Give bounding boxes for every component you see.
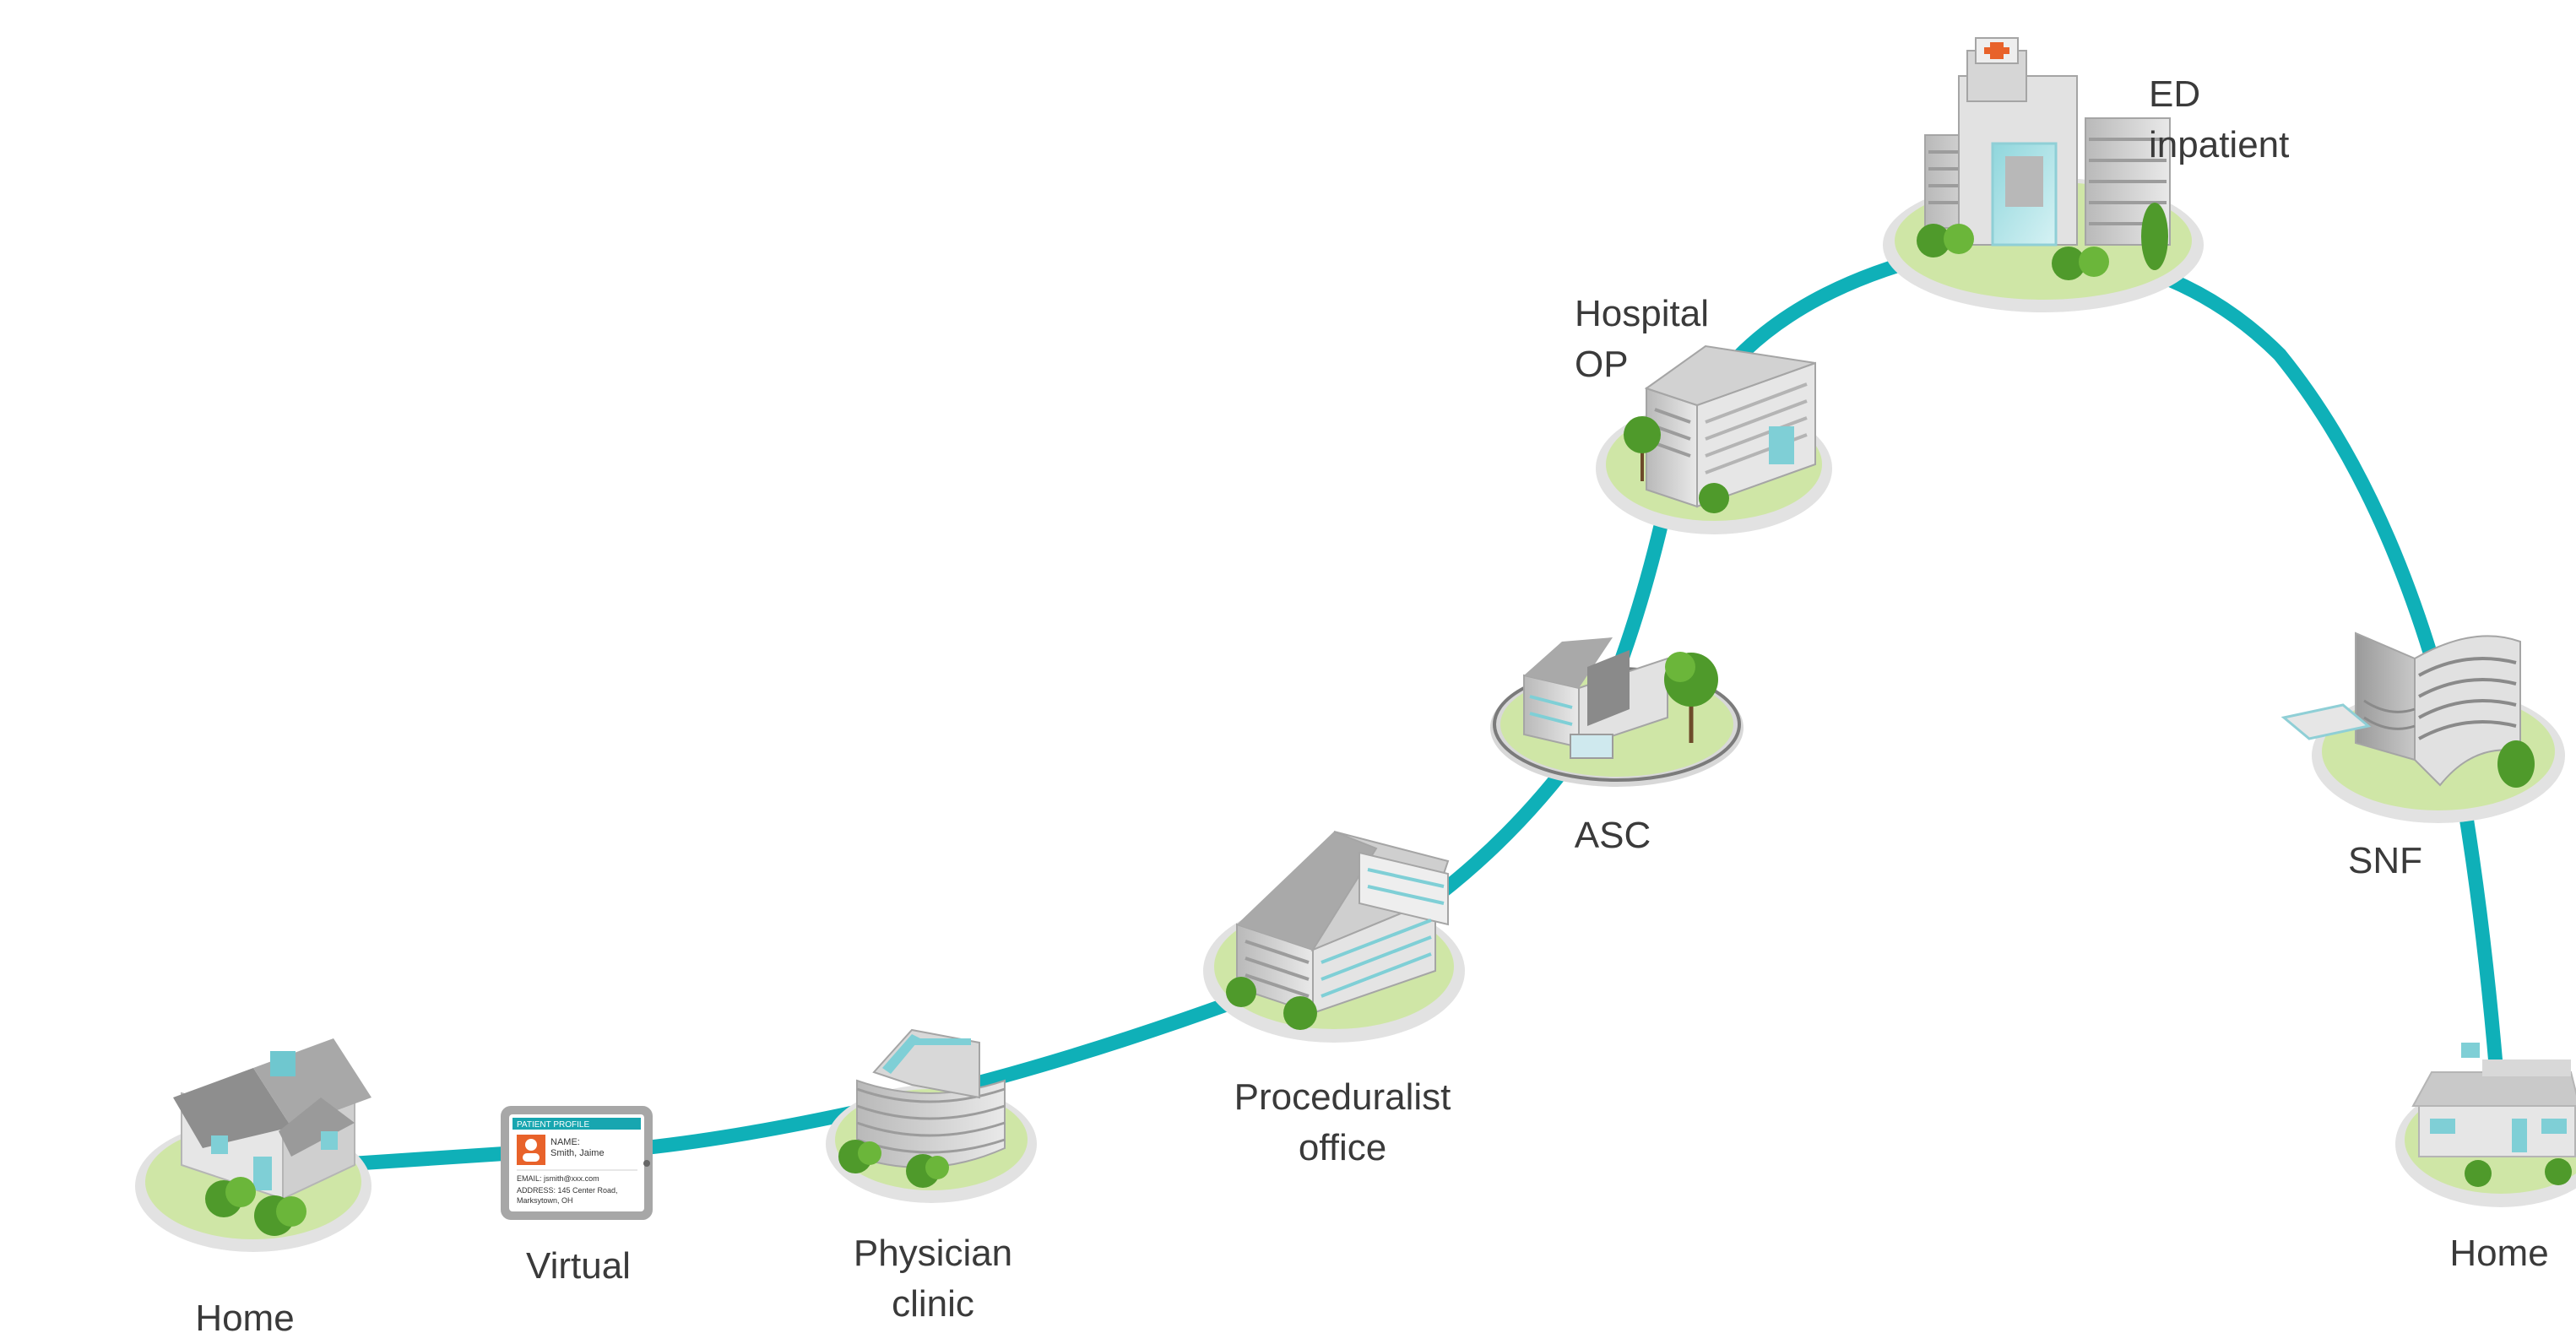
stop-label-hospital-op: Hospital OP <box>1575 293 1709 385</box>
home-start-node <box>135 1038 371 1252</box>
stop-label-asc: ASC <box>1574 815 1651 856</box>
office-building-icon <box>1226 831 1450 1030</box>
house-icon <box>173 1038 371 1236</box>
house-icon <box>2411 1043 2576 1187</box>
virtual-node: PATIENT PROFILE NAME: Smith, Jaime EMAIL… <box>501 1106 653 1220</box>
stop-label-proceduralist-office: Proceduralist office <box>1234 1076 1451 1168</box>
hospital-op-node <box>1596 344 1832 534</box>
physician-clinic-node <box>826 1028 1037 1203</box>
proceduralist-office-node <box>1203 831 1465 1043</box>
asc-node <box>1490 637 1744 787</box>
stop-label-home-start: Home <box>195 1298 295 1339</box>
stop-label-virtual: Virtual <box>526 1245 631 1287</box>
snf-node <box>2280 631 2565 823</box>
hospital-icon <box>1917 37 2171 280</box>
tablet-header: PATIENT PROFILE <box>517 1120 589 1130</box>
outpatient-hospital-icon <box>1624 344 1816 513</box>
tablet-city: Marksytown, OH <box>517 1196 573 1205</box>
home-end-node <box>2395 1043 2576 1207</box>
tablet-email: EMAIL: jsmith@xxx.com <box>517 1174 599 1183</box>
stop-label-snf: SNF <box>2348 840 2422 881</box>
tablet-name-value: Smith, Jaime <box>550 1148 605 1158</box>
surgery-center-icon <box>1523 637 1718 759</box>
stop-label-ed-inpatient: ED inpatient <box>2149 73 2290 165</box>
tablet-icon: PATIENT PROFILE NAME: Smith, Jaime EMAIL… <box>501 1106 653 1220</box>
ed-inpatient-node <box>1883 37 2204 312</box>
nursing-facility-icon <box>2280 631 2535 788</box>
stop-label-home-end: Home <box>2449 1233 2549 1274</box>
tablet-name-label: NAME: <box>550 1137 580 1147</box>
clinic-building-icon <box>838 1028 1006 1188</box>
stop-label-physician-clinic: Physician clinic <box>853 1233 1013 1325</box>
tablet-address: ADDRESS: 145 Center Road, <box>517 1186 618 1195</box>
